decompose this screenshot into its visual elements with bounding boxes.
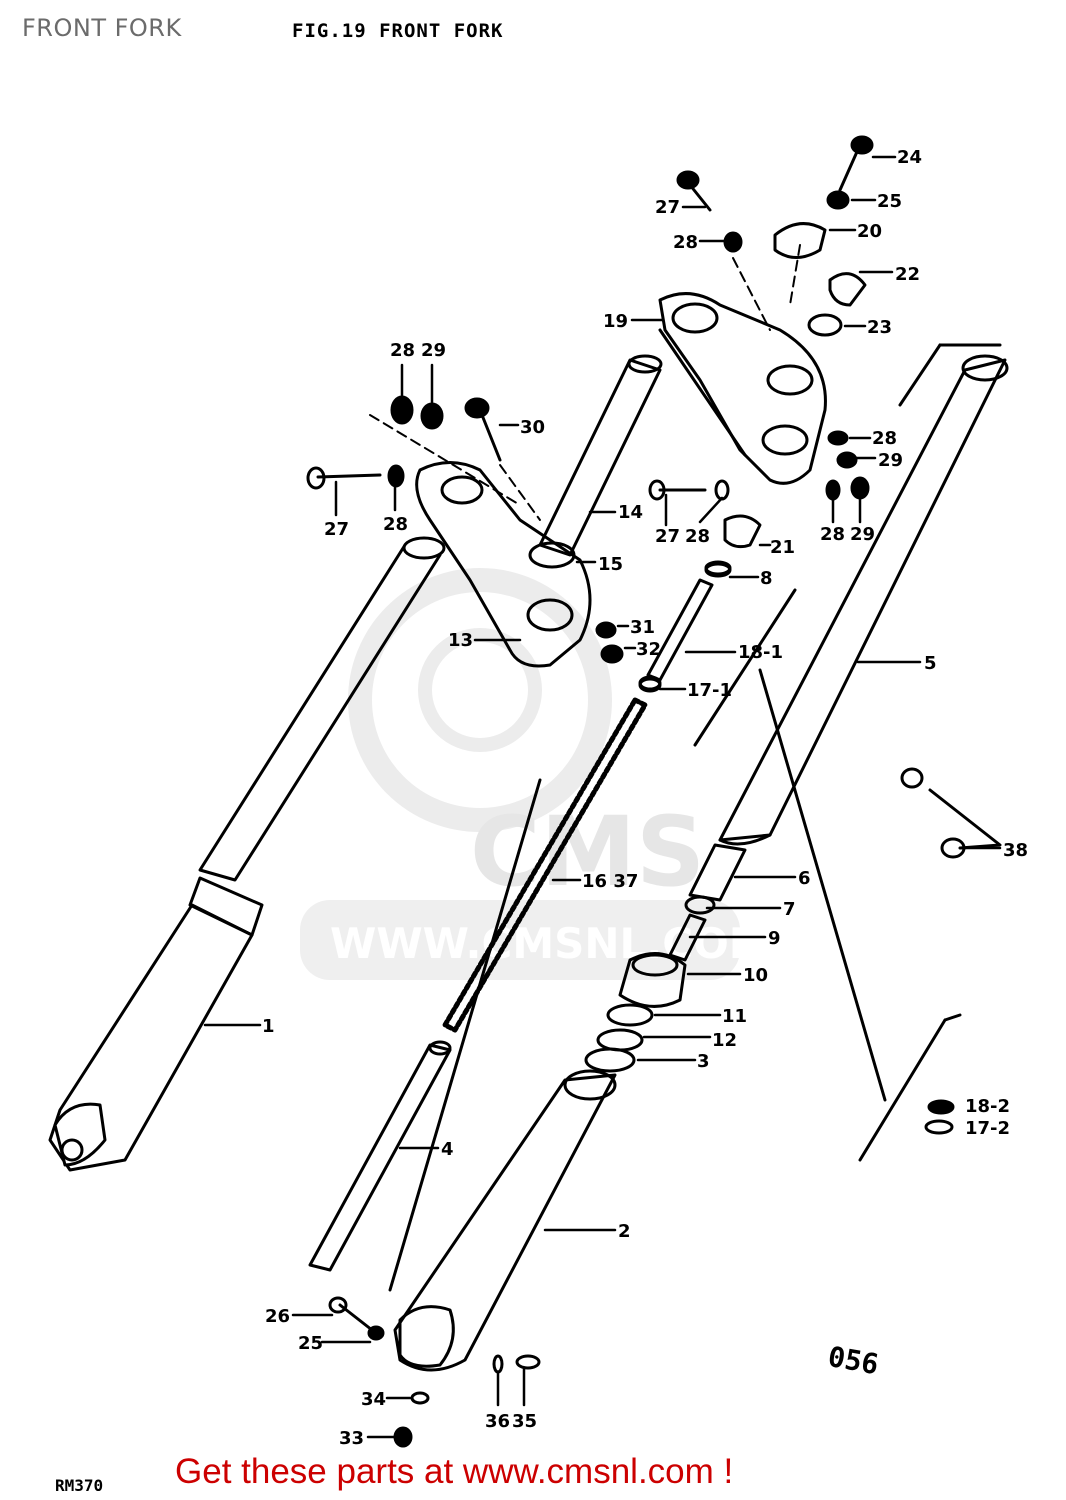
callout-22: 22: [895, 264, 920, 285]
callout-28: 28: [872, 428, 897, 449]
callout-9: 9: [768, 928, 781, 949]
callout-15: 15: [598, 554, 623, 575]
callout-12: 12: [712, 1030, 737, 1051]
callout-25: 25: [877, 191, 902, 212]
callout-4: 4: [441, 1139, 454, 1160]
upper-bracket: [658, 292, 827, 485]
callout-3: 3: [697, 1051, 710, 1072]
callout-2: 2: [618, 1221, 631, 1242]
callout-20: 20: [857, 221, 882, 242]
page-heading: FRONT FORK: [22, 14, 182, 42]
callout-30: 30: [520, 417, 545, 438]
steering-stem: [528, 354, 663, 569]
callout-14: 14: [618, 502, 643, 523]
callout-17-1: 17-1: [687, 680, 732, 701]
callout-35: 35: [512, 1411, 537, 1432]
callout-17-2: 17-2: [965, 1118, 1010, 1139]
callout-27: 27: [324, 519, 349, 540]
callout-33: 33: [339, 1428, 364, 1449]
fork-internals-stack: [584, 843, 747, 1073]
watermark-url: WWW.CMSNL.COM: [330, 919, 771, 968]
callout-13: 13: [448, 630, 473, 651]
callout-5: 5: [924, 653, 937, 674]
callout-29: 29: [878, 450, 903, 471]
callout-6: 6: [798, 868, 811, 889]
figure-title: FIG.19 FRONT FORK: [292, 20, 504, 42]
callout-28: 28: [685, 526, 710, 547]
callout-32: 32: [636, 639, 661, 660]
fork-outer-tube-left: [48, 536, 446, 1172]
callout-36: 36: [485, 1411, 510, 1432]
callout-28: 28: [673, 232, 698, 253]
callout-25: 25: [298, 1333, 323, 1354]
callout-24: 24: [897, 147, 922, 168]
callout-11: 11: [722, 1006, 747, 1027]
callout-18-1: 18-1: [738, 642, 783, 663]
callout-8: 8: [760, 568, 773, 589]
callout-leader-lines: [203, 155, 1002, 1439]
callout-27: 27: [655, 526, 680, 547]
callout-7: 7: [783, 899, 796, 920]
callout-29: 29: [850, 524, 875, 545]
callout-28: 28: [383, 514, 408, 535]
callout-1: 1: [262, 1016, 275, 1037]
assembly-guide-lines: [369, 244, 801, 521]
air-hose: [388, 588, 962, 1292]
callout-labels: 24 25 27 28 20 22 19 23 28 29 30 27 28 1…: [262, 147, 1028, 1449]
footer-parts-link[interactable]: Get these parts at www.cmsnl.com !: [175, 1452, 734, 1491]
callout-29: 29: [421, 340, 446, 361]
callout-26: 26: [265, 1306, 290, 1327]
bolts-and-washers: [306, 135, 1002, 1448]
callout-10: 10: [743, 965, 768, 986]
callout-19: 19: [603, 311, 628, 332]
lower-bracket-left: [415, 461, 592, 668]
callout-27: 27: [655, 197, 680, 218]
callout-21: 21: [770, 537, 795, 558]
callout-38: 38: [1003, 840, 1028, 861]
model-code: RM370: [55, 1476, 104, 1495]
fork-outer-tube-right: [718, 343, 1009, 846]
watermark: CMS WWW.CMSNL.COM: [300, 568, 771, 980]
callout-16-37: 16 37: [582, 871, 638, 892]
callout-28: 28: [820, 524, 845, 545]
callout-31: 31: [630, 617, 655, 638]
callout-18-2: 18-2: [965, 1096, 1010, 1117]
fork-spring: [442, 697, 648, 1033]
callout-23: 23: [867, 317, 892, 338]
callout-28: 28: [390, 340, 415, 361]
damper-rod: [308, 1040, 452, 1272]
fork-lower-tube-right: [393, 1069, 617, 1372]
callout-34: 34: [361, 1389, 386, 1410]
